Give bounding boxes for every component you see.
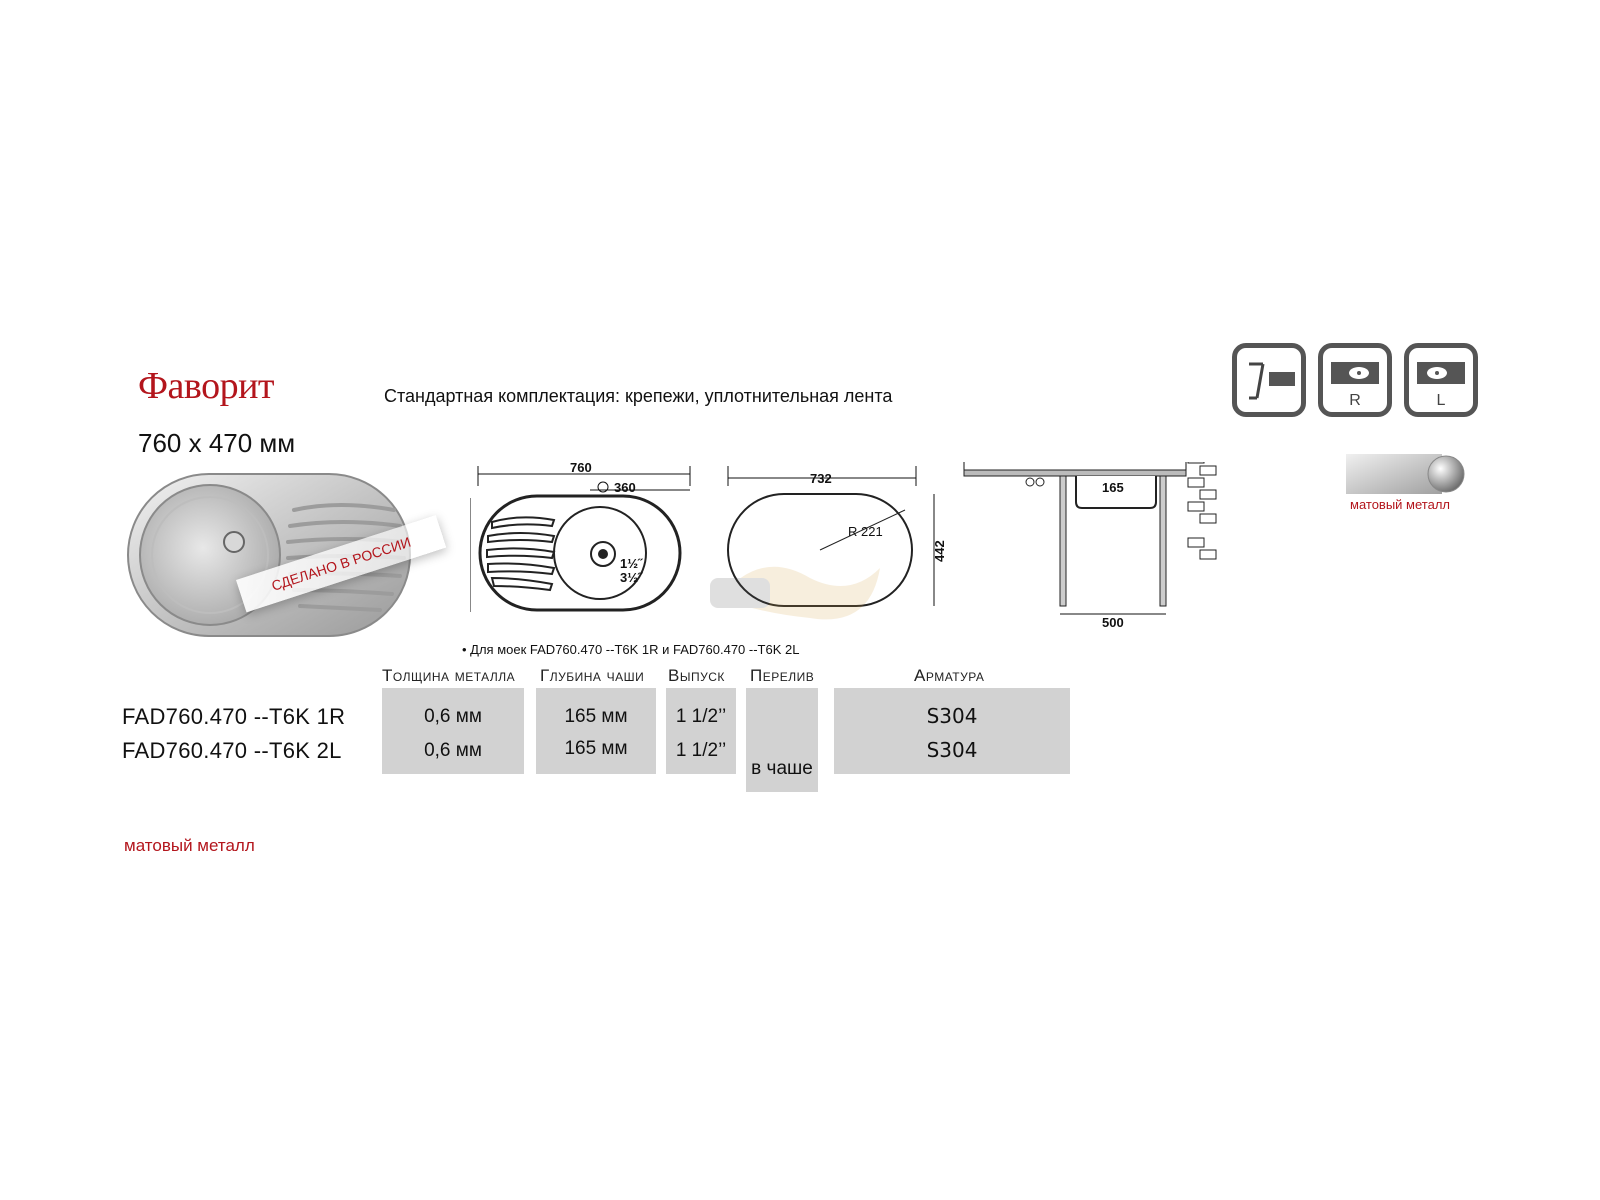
watermark-logo (710, 566, 880, 620)
thickness-row-2: 0,6 мм (424, 740, 482, 761)
header-overflow: Перелив (750, 666, 815, 685)
cell-depth-bg (536, 688, 656, 774)
dim-cabinet-width: 500 (1102, 615, 1124, 630)
outlet-row-1: 1 1/2’’ (675, 706, 727, 727)
fittings-row-2: S304 (926, 738, 978, 762)
dim-top-width: 760 (570, 462, 592, 475)
bowl-right-label: R (1349, 392, 1361, 409)
outlet-size-2: 3½˝ (620, 570, 643, 585)
bowl-left-icon: L (1404, 343, 1478, 417)
model-row-1: FAD760.470 --T6K 1R (122, 704, 346, 729)
outlet-row-2: 1 1/2’’ (675, 740, 727, 761)
header-depth: Глубина чаши (540, 666, 645, 685)
dim-outline-height: 442 (932, 540, 947, 562)
header-fittings: Арматура (914, 666, 985, 685)
overflow-value: в чаше (751, 758, 813, 779)
model-row-2: FAD760.470 --T6K 2L (122, 738, 342, 763)
diameter-icon (597, 481, 609, 493)
cell-overflow-bg (746, 688, 818, 792)
product-title: Фаворит (138, 365, 275, 407)
cell-fittings-bg (834, 688, 1070, 774)
product-size: 760 х 470 мм (138, 428, 296, 458)
drawing-note-text: Для моек FAD760.470 --T6K 1R и FAD760.47… (470, 642, 800, 657)
fittings-row-1: S304 (926, 704, 978, 728)
outlet-size-1: 1½˝ (620, 556, 643, 571)
finish-swatch (1346, 454, 1465, 494)
footer-finish-label: матовый металл (124, 836, 255, 855)
inset-mount-icon (1232, 343, 1306, 417)
cell-thickness-bg (382, 688, 524, 774)
header-outlet: Выпуск (668, 666, 725, 685)
depth-row-2: 165 мм (564, 738, 628, 759)
drawing-note: • Для моек FAD760.470 --T6K 1R и FAD760.… (462, 642, 800, 657)
bowl-left-label: L (1436, 392, 1446, 409)
dim-section-depth: 165 (1102, 480, 1124, 495)
dim-drain: 360 (614, 480, 636, 495)
finish-swatch-label: матовый металл (1350, 497, 1450, 512)
thickness-row-1: 0,6 мм (424, 706, 482, 727)
standard-kit-text: Стандартная комплектация: крепежи, уплот… (384, 386, 893, 406)
bowl-right-icon: R (1318, 343, 1392, 417)
header-thickness: Толщина металла (382, 666, 516, 685)
technical-drawing: 760 360 470 1½˝ 3½˝ 732 R 221 442 (470, 462, 1217, 630)
dim-outline-width: 732 (810, 471, 832, 486)
depth-row-1: 165 мм (564, 706, 628, 727)
dim-radius: R 221 (848, 524, 883, 539)
cell-outlet-bg (666, 688, 736, 774)
